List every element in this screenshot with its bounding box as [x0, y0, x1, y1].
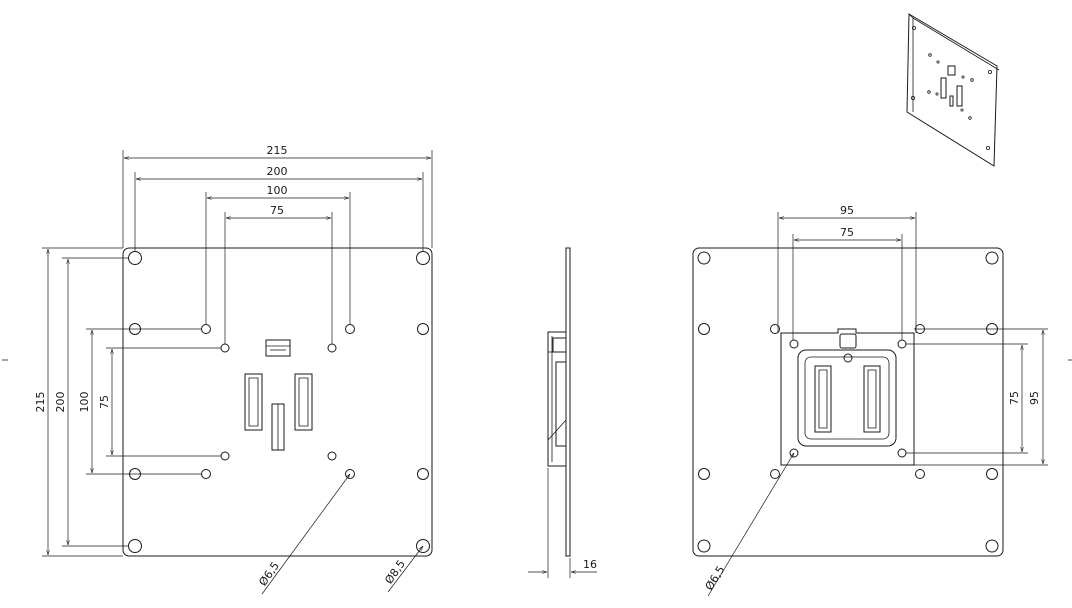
front-hole-leaders [261, 474, 423, 595]
side-thickness-label: 16 [583, 558, 597, 571]
front-plate-outline [122, 247, 433, 557]
side-plate-outline [565, 247, 571, 557]
side-view [528, 247, 597, 578]
back-bracket [780, 328, 915, 466]
front-center-features [244, 339, 313, 451]
front-vdim-215-label: 215 [34, 392, 47, 413]
front-hole-small-label: Ø6,5 [256, 560, 282, 589]
back-view: 95 75 75 95 [692, 204, 1048, 597]
back-holes [697, 251, 999, 553]
front-dim-100-label: 100 [267, 184, 288, 197]
back-dim-75-label: 75 [840, 226, 854, 239]
front-hole-large-label: Ø8,5 [382, 558, 408, 587]
back-plate-outline [692, 247, 1004, 557]
back-hole-small-label: Ø6,5 [703, 564, 728, 593]
back-dim-95-label: 95 [840, 204, 854, 217]
front-dim-200-label: 200 [267, 165, 288, 178]
front-vdim-100-label: 100 [78, 392, 91, 413]
front-view: 215 200 100 75 215 200 100 75 Ø6,5 [34, 144, 433, 595]
front-vertical-dimensions [42, 247, 221, 557]
front-vdim-200-label: 200 [54, 392, 67, 413]
isometric-view [906, 13, 1000, 167]
back-horizontal-dimensions [777, 212, 917, 340]
front-dim-75-label: 75 [270, 204, 284, 217]
back-vertical-dimensions [906, 328, 1048, 466]
back-vdim-95-label: 95 [1028, 391, 1041, 405]
front-dim-215-label: 215 [267, 144, 288, 157]
front-holes [128, 251, 430, 553]
front-vdim-75-label: 75 [98, 395, 111, 409]
front-horizontal-dimensions [122, 150, 433, 344]
back-vdim-75-label: 75 [1008, 391, 1021, 405]
